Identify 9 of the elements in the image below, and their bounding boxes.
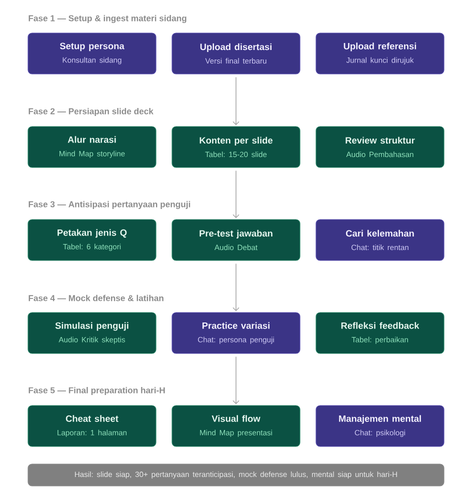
arrow [232, 263, 240, 312]
arrow [232, 170, 240, 218]
arrow [232, 356, 240, 404]
phase-heading: Fase 1 — Setup & ingest materi sidang [28, 14, 186, 24]
phase-heading: Fase 2 — Persiapan slide deck [28, 108, 154, 116]
phase-heading: Fase 5 — Final preparation hari-H [28, 387, 165, 396]
phase-heading: Fase 3 — Antisipasi pertanyaan penguji [28, 200, 190, 210]
arrow [232, 76, 240, 126]
phase-heading: Fase 4 — Mock defense & latihan [28, 294, 164, 302]
